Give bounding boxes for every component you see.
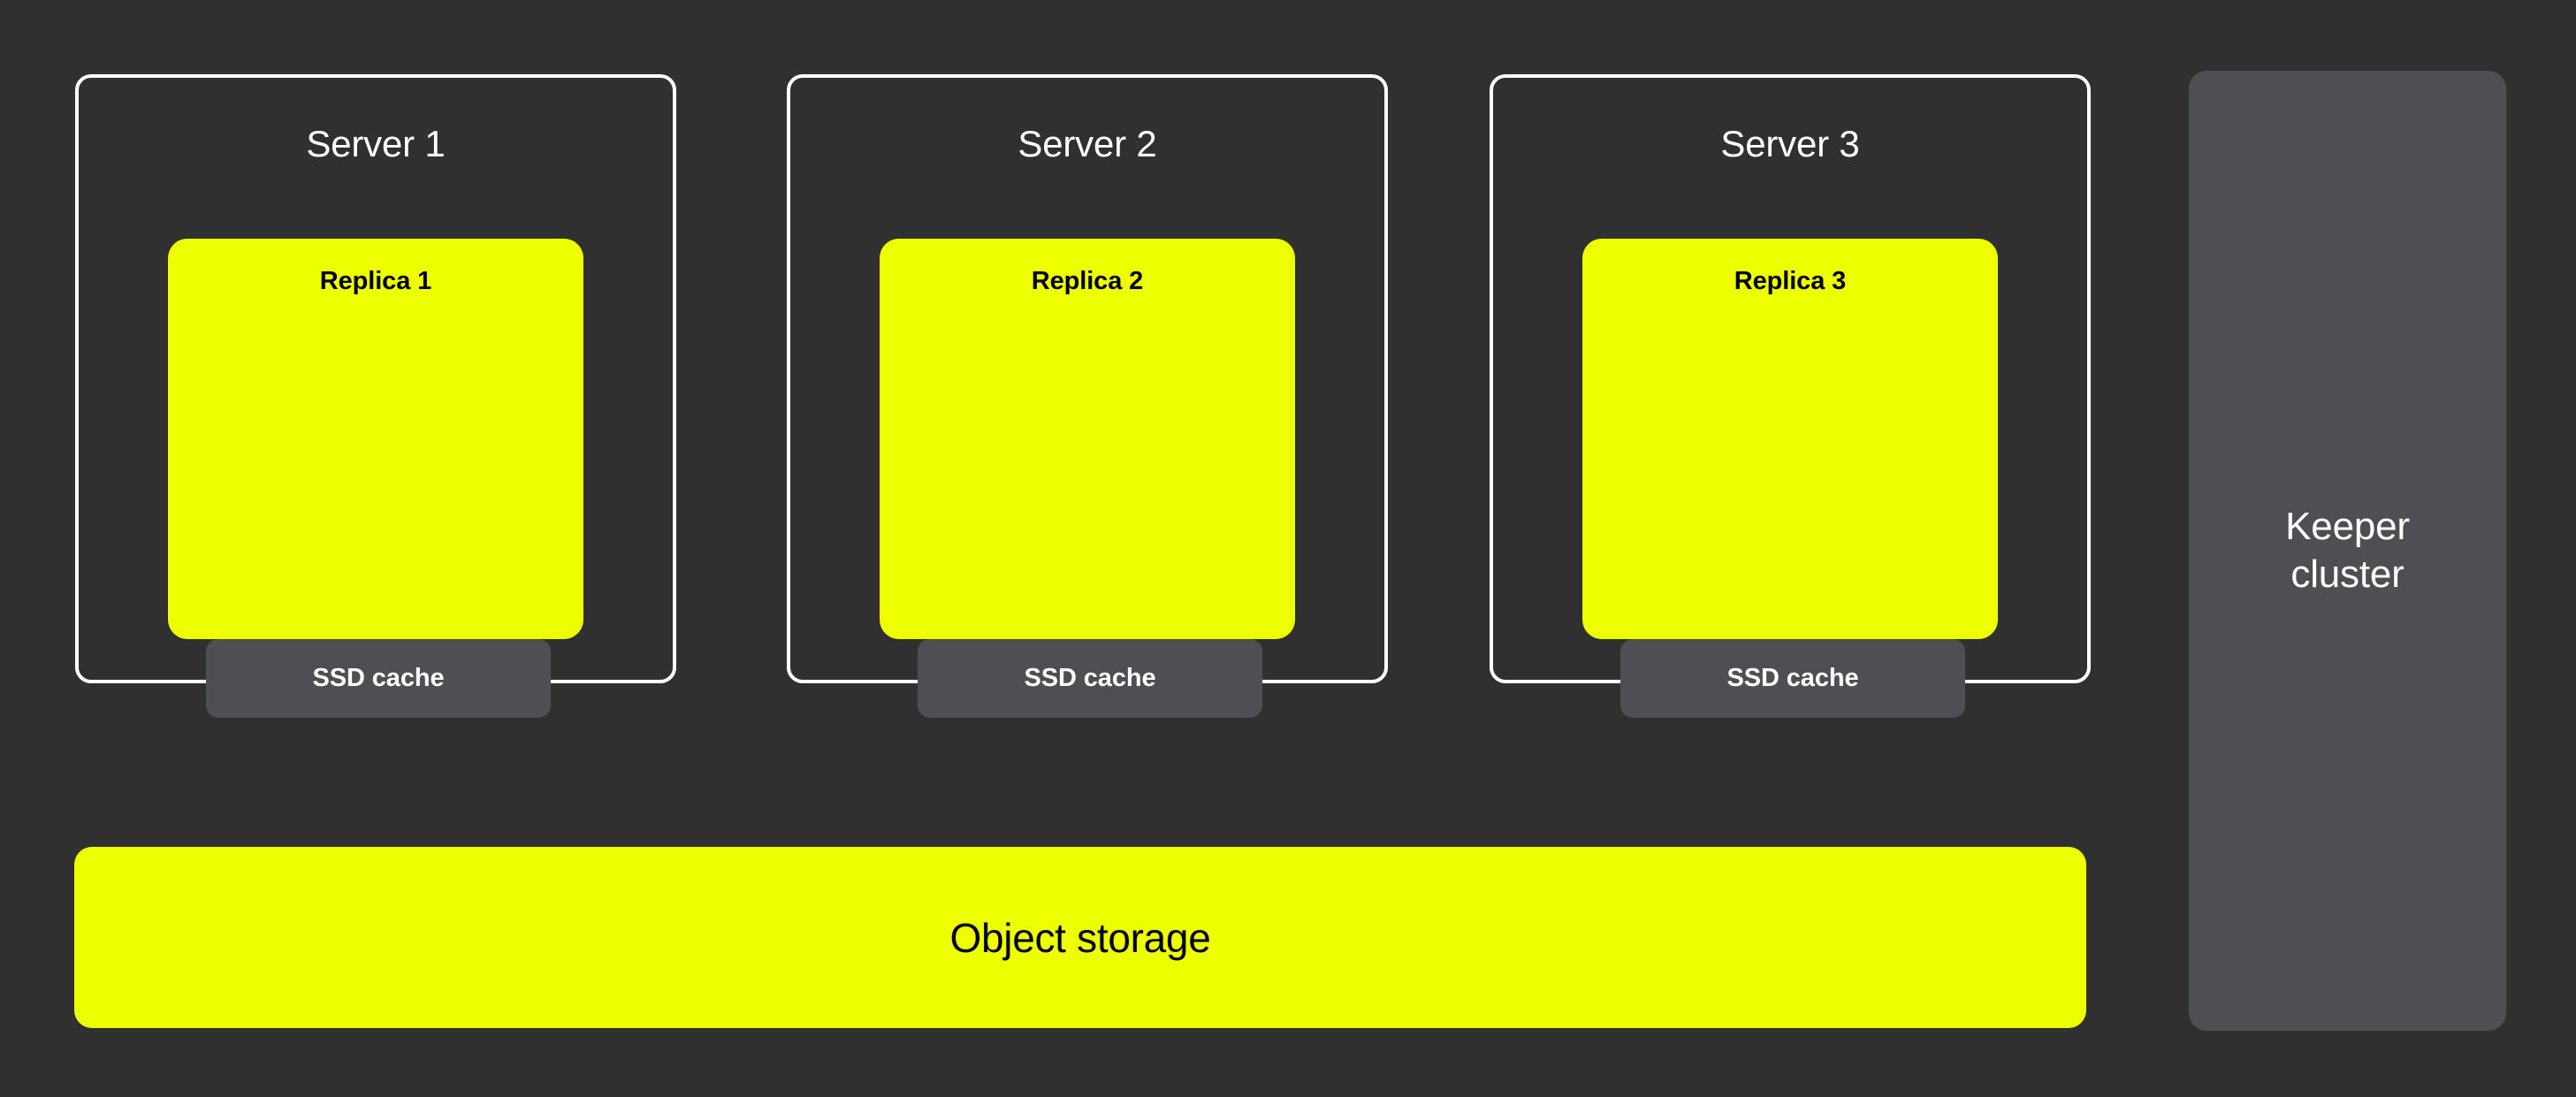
keeper-cluster-block: Keeper cluster	[2189, 71, 2506, 1031]
ssd-cache-chip-2: SSD cache	[918, 639, 1262, 718]
server-title-1: Server 1	[306, 123, 446, 164]
replica-label-2: Replica 2	[1031, 267, 1144, 295]
keeper-cluster-label: Keeper cluster	[2285, 505, 2410, 596]
replica-label-3: Replica 3	[1734, 267, 1847, 295]
object-storage-block: Object storage	[74, 847, 2086, 1028]
replica-box-1: Replica 1	[168, 239, 583, 639]
object-storage-label: Object storage	[949, 914, 1211, 961]
ssd-cache-chip-3: SSD cache	[1620, 639, 1965, 718]
replica-label-1: Replica 1	[319, 267, 432, 295]
replica-box-3: Replica 3	[1582, 239, 1998, 639]
ssd-cache-label-3: SSD cache	[1726, 664, 1859, 692]
server-title-3: Server 3	[1720, 123, 1860, 164]
server-title-2: Server 2	[1017, 123, 1157, 164]
ssd-cache-chip-1: SSD cache	[206, 639, 551, 718]
replica-box-2: Replica 2	[880, 239, 1295, 639]
ssd-cache-label-2: SSD cache	[1024, 664, 1156, 692]
ssd-cache-label-1: SSD cache	[312, 664, 445, 692]
